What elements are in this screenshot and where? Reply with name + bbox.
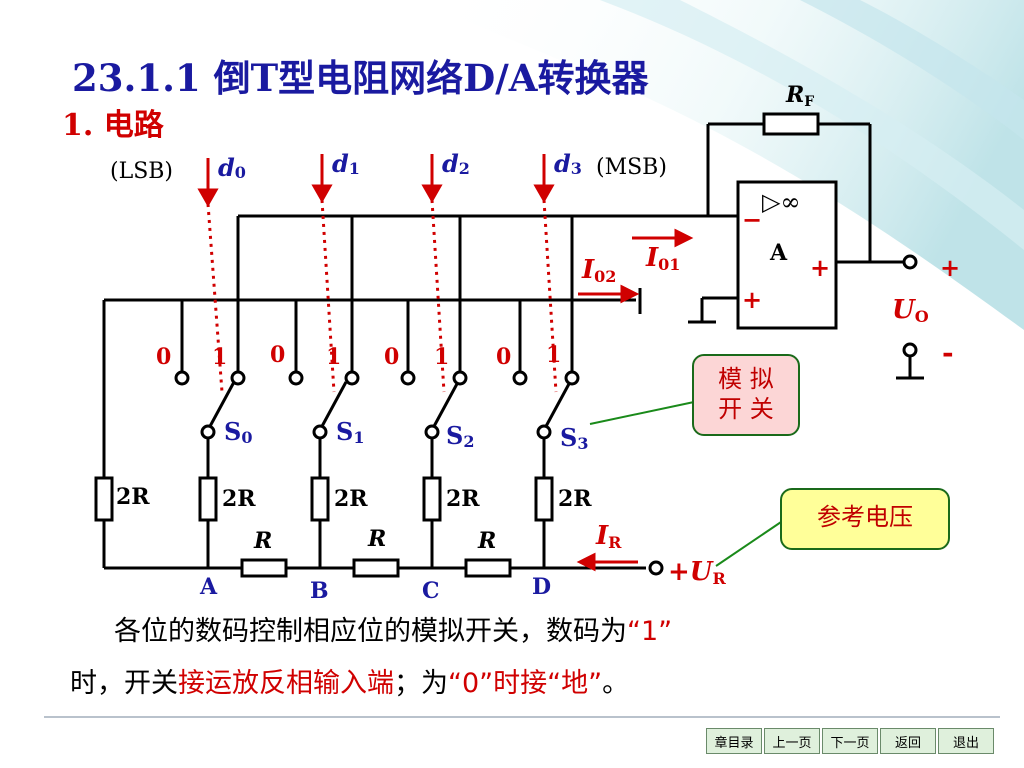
- switch-s0-label: S0: [224, 417, 252, 447]
- analog-switch-callout-line1: 模 拟: [718, 365, 774, 393]
- previous-page-button[interactable]: 上一页: [764, 728, 820, 754]
- next-page-button[interactable]: 下一页: [822, 728, 878, 754]
- switch3-one-label: 1: [546, 342, 561, 368]
- exit-button[interactable]: 退出: [938, 728, 994, 754]
- switch0-zero-label: 0: [156, 344, 171, 370]
- resistor-r-cd: [464, 558, 512, 578]
- label-2r-2: 2R: [446, 486, 480, 512]
- caption-line1: 各位的数码控制相应位的模拟开关，数码为“1”: [70, 606, 980, 658]
- caption-line1-highlight: “1”: [627, 616, 673, 647]
- resistor-r-bc: [352, 558, 400, 578]
- caption-line2-text-a: 时，开关: [70, 668, 178, 699]
- output-plus-label: +: [940, 253, 960, 282]
- node-b-label: B: [310, 578, 329, 604]
- analog-switch-callout-line2: 开 关: [718, 395, 774, 423]
- opamp-body: [736, 180, 838, 330]
- ur-label: +UR: [668, 557, 726, 588]
- digit-d3: d3: [554, 149, 582, 178]
- digit-d0: d0: [218, 153, 246, 182]
- slide-title: 23.1.1 倒T型电阻网络D/A转换器: [72, 56, 649, 100]
- footer-divider: [44, 716, 1000, 718]
- section-title: 1. 电路: [62, 108, 164, 143]
- switch-s1-label: S1: [336, 417, 364, 447]
- label-2r-0: 2R: [222, 486, 256, 512]
- opamp-output-sign: +: [810, 253, 830, 282]
- switch-s3-label: S3: [560, 423, 588, 453]
- opamp-symbol: ▷∞: [762, 188, 800, 216]
- caption-line2-highlight-b: “0”时接“地”: [448, 668, 603, 699]
- label-2r-1: 2R: [334, 486, 368, 512]
- msb-label: (MSB): [596, 155, 667, 180]
- uo-label: UO: [892, 295, 929, 326]
- switch1-zero-label: 0: [270, 342, 285, 368]
- switch-s2-label: S2: [446, 421, 474, 451]
- output-minus-label: -: [942, 336, 954, 369]
- resistor-2r-terminal: [94, 476, 114, 522]
- label-2r-terminal: 2R: [116, 484, 150, 510]
- switch0-one-label: 1: [212, 344, 227, 370]
- resistor-2r-1: [310, 476, 330, 522]
- caption-line2-text-b: ；为: [394, 668, 448, 699]
- caption-line2: 时，开关接运放反相输入端；为“0”时接“地”。: [70, 658, 980, 710]
- caption: 各位的数码控制相应位的模拟开关，数码为“1” 时，开关接运放反相输入端；为“0”…: [70, 606, 980, 710]
- ir-label: IR: [595, 521, 622, 552]
- slide-navigation: 章目录 上一页 下一页 返回 退出: [706, 728, 994, 758]
- caption-line2-highlight-a: 接运放反相输入端: [178, 668, 394, 699]
- node-d-label: D: [532, 574, 551, 600]
- switch1-one-label: 1: [326, 344, 341, 370]
- resistor-2r-0: [198, 476, 218, 522]
- node-a-label: A: [199, 574, 218, 600]
- reference-voltage-callout-text: 参考电压: [817, 503, 913, 531]
- back-button[interactable]: 返回: [880, 728, 936, 754]
- i01-label: I01: [645, 243, 680, 274]
- reference-voltage-callout: 参考电压: [780, 488, 950, 550]
- chapter-contents-button[interactable]: 章目录: [706, 728, 762, 754]
- switch3-zero-label: 0: [496, 344, 511, 370]
- label-r-ab: R: [253, 528, 272, 554]
- output-terminal-minus: [902, 342, 918, 358]
- i02-label: I02: [581, 255, 616, 286]
- opamp-inverting-sign: −: [742, 205, 762, 234]
- digit-d1: d1: [332, 149, 360, 178]
- caption-line2-text-c: 。: [602, 668, 630, 699]
- lsb-label: (LSB): [110, 159, 173, 184]
- label-r-bc: R: [367, 526, 386, 552]
- resistor-r-ab: [240, 558, 288, 578]
- resistor-2r-2: [422, 476, 442, 522]
- resistor-rf: [762, 112, 820, 136]
- rf-label: RF: [785, 82, 814, 110]
- switch2-one-label: 1: [434, 344, 449, 370]
- label-2r-3: 2R: [558, 486, 592, 512]
- output-terminal-plus: [902, 254, 918, 270]
- caption-line1-text: 各位的数码控制相应位的模拟开关，数码为: [114, 616, 627, 647]
- label-r-cd: R: [477, 528, 496, 554]
- node-c-label: C: [422, 578, 440, 604]
- reference-terminal: [648, 560, 664, 576]
- digit-d2: d2: [442, 149, 470, 178]
- resistor-2r-3: [534, 476, 554, 522]
- opamp-name: A: [769, 240, 788, 266]
- analog-switch-callout: 模 拟 开 关: [692, 354, 800, 436]
- opamp-noninverting-sign: +: [742, 285, 762, 314]
- switch2-zero-label: 0: [384, 344, 399, 370]
